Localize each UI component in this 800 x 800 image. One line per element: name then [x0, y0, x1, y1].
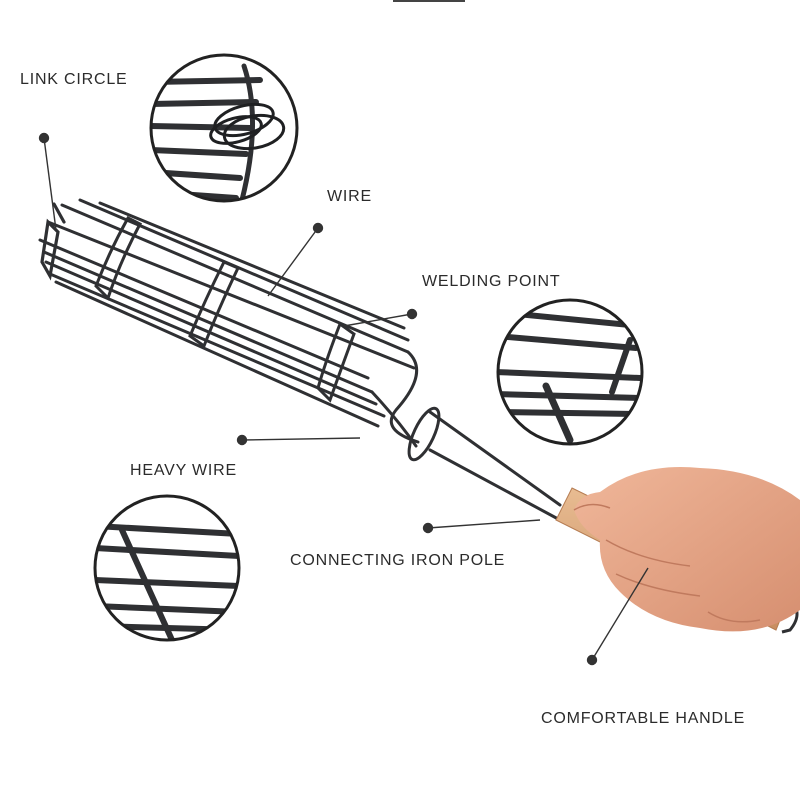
label-link-circle: LINK CIRCLE: [20, 71, 128, 88]
grill-basket: [38, 198, 562, 522]
basket-end-cap: [40, 202, 66, 281]
detail-circle-link: [149, 53, 299, 203]
leader-dot-connecting-pole: [422, 522, 434, 534]
label-wire: WIRE: [327, 188, 372, 205]
leader-dot-handle: [586, 654, 598, 666]
leader-dot-heavy-wire: [236, 434, 248, 446]
leader-dot-wire: [312, 222, 324, 234]
basket-rings: [94, 216, 356, 403]
holding-hand: [573, 467, 800, 632]
label-heavy-wire: HEAVY WIRE: [130, 462, 237, 479]
label-comfortable-handle: COMFORTABLE HANDLE: [541, 710, 746, 727]
basket-neck: [370, 350, 562, 522]
detail-circle-welding: [496, 298, 644, 446]
leader-dot-welding-point: [406, 308, 418, 320]
leader-dot-link-circle: [38, 132, 50, 144]
leader-lines: [38, 132, 649, 666]
top-edge-mark: [393, 0, 465, 2]
basket-wires: [38, 198, 416, 428]
detail-circle-heavy-wire: [93, 494, 241, 642]
label-welding-point: WELDING POINT: [422, 273, 561, 290]
label-connecting-iron-pole: CONNECTING IRON POLE: [290, 552, 506, 569]
